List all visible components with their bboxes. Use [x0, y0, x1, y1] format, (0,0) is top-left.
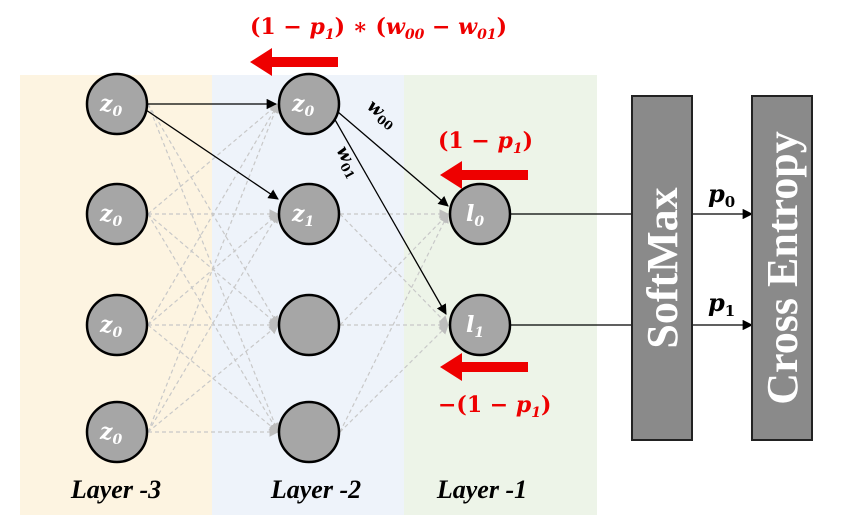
svg-text:z0: z0	[99, 201, 123, 230]
layer-2-node-2	[277, 293, 341, 357]
svg-text:z0: z0	[99, 312, 123, 341]
svg-text:l0: l0	[466, 201, 484, 230]
cross-entropy-box: Cross Entropy	[751, 95, 813, 441]
gradient-text-l0: (1 − p1)	[438, 128, 533, 157]
layer-2-label: Layer -2	[270, 475, 361, 504]
gradient-arrow-l0	[440, 161, 528, 189]
layer-3-node-0: z0	[85, 72, 149, 136]
svg-text:z1: z1	[291, 201, 314, 230]
gradient-text-l1: −(1 − p1)	[438, 392, 551, 421]
gradient-text-top: (1 − p1) ∗ (w00 − w01)	[250, 14, 507, 43]
cross-entropy-label: Cross Entropy	[758, 131, 807, 404]
layer-1-background	[404, 75, 597, 515]
output-label-p0: p0	[708, 179, 735, 211]
svg-text:l1: l1	[466, 312, 484, 341]
dashed-connections-l3-l2	[147, 103, 280, 437]
softmax-label: SoftMax	[638, 187, 687, 348]
gradient-arrow-l1	[440, 353, 528, 381]
svg-text:z0: z0	[99, 91, 123, 120]
layer-1-label: Layer -1	[436, 475, 527, 504]
gradient-arrow-top	[250, 48, 338, 76]
layer-1-node-l1: l1	[448, 293, 512, 357]
layer-3-node-1: z0	[85, 182, 149, 246]
dashed-connections-l2-l1	[339, 209, 449, 433]
layer-3-label: Layer -3	[70, 475, 161, 504]
layer-1-node-l0: l0	[448, 182, 512, 246]
layer-3-node-3: z0	[85, 400, 149, 464]
svg-text:z0: z0	[99, 419, 123, 448]
solid-connections	[145, 98, 449, 315]
layer-3-node-2: z0	[85, 293, 149, 357]
layer-2-node-1: z1	[277, 182, 341, 246]
layer-2-node-3	[277, 400, 341, 464]
softmax-box: SoftMax	[631, 95, 693, 441]
layer-2-node-0: z0	[277, 72, 341, 136]
output-label-p1: p1	[708, 288, 735, 320]
svg-text:z0: z0	[291, 91, 315, 120]
